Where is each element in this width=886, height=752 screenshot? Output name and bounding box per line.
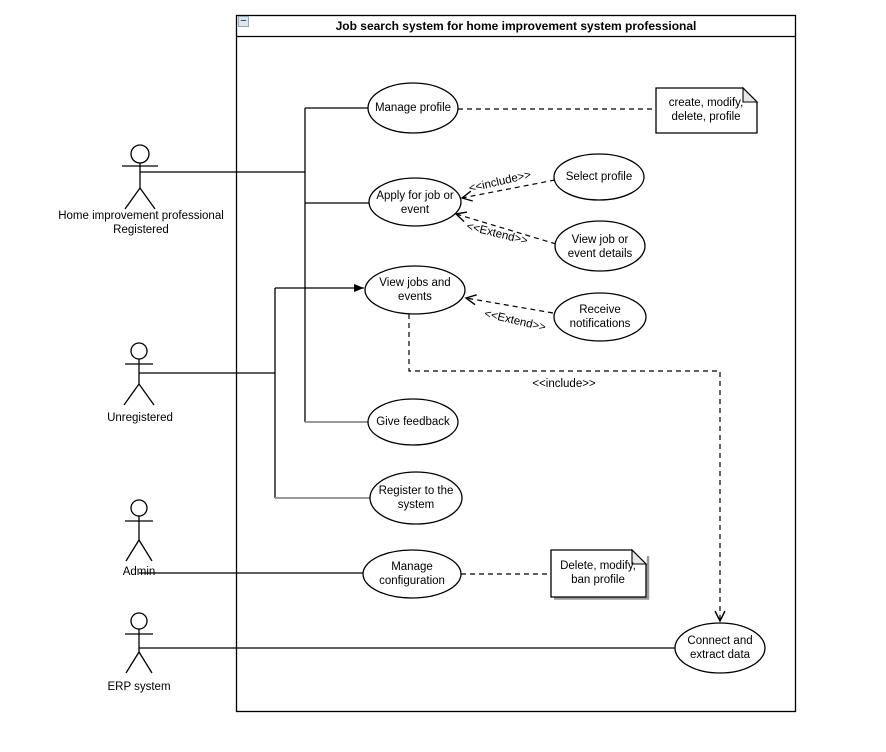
use-case-connect-and-extract-data[interactable] bbox=[674, 622, 766, 674]
actor-registered-label: Home improvement professional Registered bbox=[58, 210, 224, 236]
actor-unregistered-label: Unregistered bbox=[107, 412, 173, 424]
use-case-view-jobs-and-events[interactable] bbox=[364, 265, 466, 315]
note-body[interactable] bbox=[550, 549, 647, 598]
actor-head-icon bbox=[130, 342, 148, 360]
use-case-give-feedback[interactable] bbox=[367, 398, 459, 446]
note-create-modify-delete-profile[interactable] bbox=[655, 86, 759, 134]
use-case-receive-notifications-label: Receive notifications bbox=[569, 304, 631, 330]
use-case-register-to-the-system[interactable] bbox=[369, 471, 463, 525]
actor-head-icon bbox=[130, 144, 150, 164]
note-fold-corner bbox=[631, 548, 648, 565]
use-case-view-job-or-event-details[interactable] bbox=[554, 220, 646, 272]
use-case-manage-configuration-label: Manage configuration bbox=[379, 561, 445, 587]
system-title: Job search system for home improvement s… bbox=[335, 19, 697, 33]
note-create-modify-delete-profile-label: create, modify, delete, profile bbox=[668, 97, 744, 123]
use-case-give-feedback-label: Give feedback bbox=[376, 416, 450, 428]
use-case-receive-notifications[interactable] bbox=[553, 292, 647, 342]
note-body[interactable] bbox=[655, 87, 758, 134]
use-case-view-jobs-and-events-label: View jobs and events bbox=[379, 277, 451, 303]
actor-unregistered-figure[interactable] bbox=[123, 342, 155, 406]
use-case-view-job-or-event-details-label: View job or event details bbox=[567, 234, 633, 260]
actor-registered-figure[interactable] bbox=[122, 144, 158, 210]
use-case-apply-for-job-or-event[interactable] bbox=[368, 177, 462, 227]
use-case-register-to-the-system-label: Register to the system bbox=[378, 485, 454, 511]
use-case-select-profile[interactable] bbox=[553, 153, 645, 201]
use-case-manage-profile[interactable] bbox=[367, 82, 459, 134]
dep-include-connect-extract bbox=[408, 314, 726, 623]
actor-head-icon bbox=[130, 612, 148, 630]
note-fold-corner bbox=[742, 86, 759, 103]
note-delete-modify-ban-profile-label: Delete, modify, ban profile bbox=[560, 560, 636, 586]
actor-erp-system-figure[interactable] bbox=[125, 612, 153, 674]
note-shadow bbox=[554, 556, 650, 600]
use-case-manage-profile-label: Manage profile bbox=[374, 102, 452, 114]
use-case-manage-configuration[interactable] bbox=[362, 549, 462, 599]
dependency-lines bbox=[408, 108, 726, 623]
actor-admin-label: Admin bbox=[122, 566, 156, 578]
actor-erp-system-label: ERP system bbox=[107, 681, 171, 693]
use-case-connect-and-extract-data-label: Connect and extract data bbox=[687, 635, 753, 661]
association-lines bbox=[139, 107, 675, 649]
use-case-select-profile-label: Select profile bbox=[565, 171, 633, 183]
note-delete-modify-ban-profile[interactable] bbox=[550, 548, 650, 600]
use-case-apply-for-job-or-event-label: Apply for job or event bbox=[376, 190, 454, 216]
collapse-icon[interactable]: − bbox=[238, 16, 249, 27]
dep-extend-notifications bbox=[464, 294, 554, 314]
dep-include-select-profile bbox=[460, 179, 556, 202]
include-stereotype-label-2: <<include>> bbox=[532, 378, 596, 390]
actor-head-icon bbox=[130, 499, 148, 517]
actor-admin-figure[interactable] bbox=[125, 499, 153, 562]
